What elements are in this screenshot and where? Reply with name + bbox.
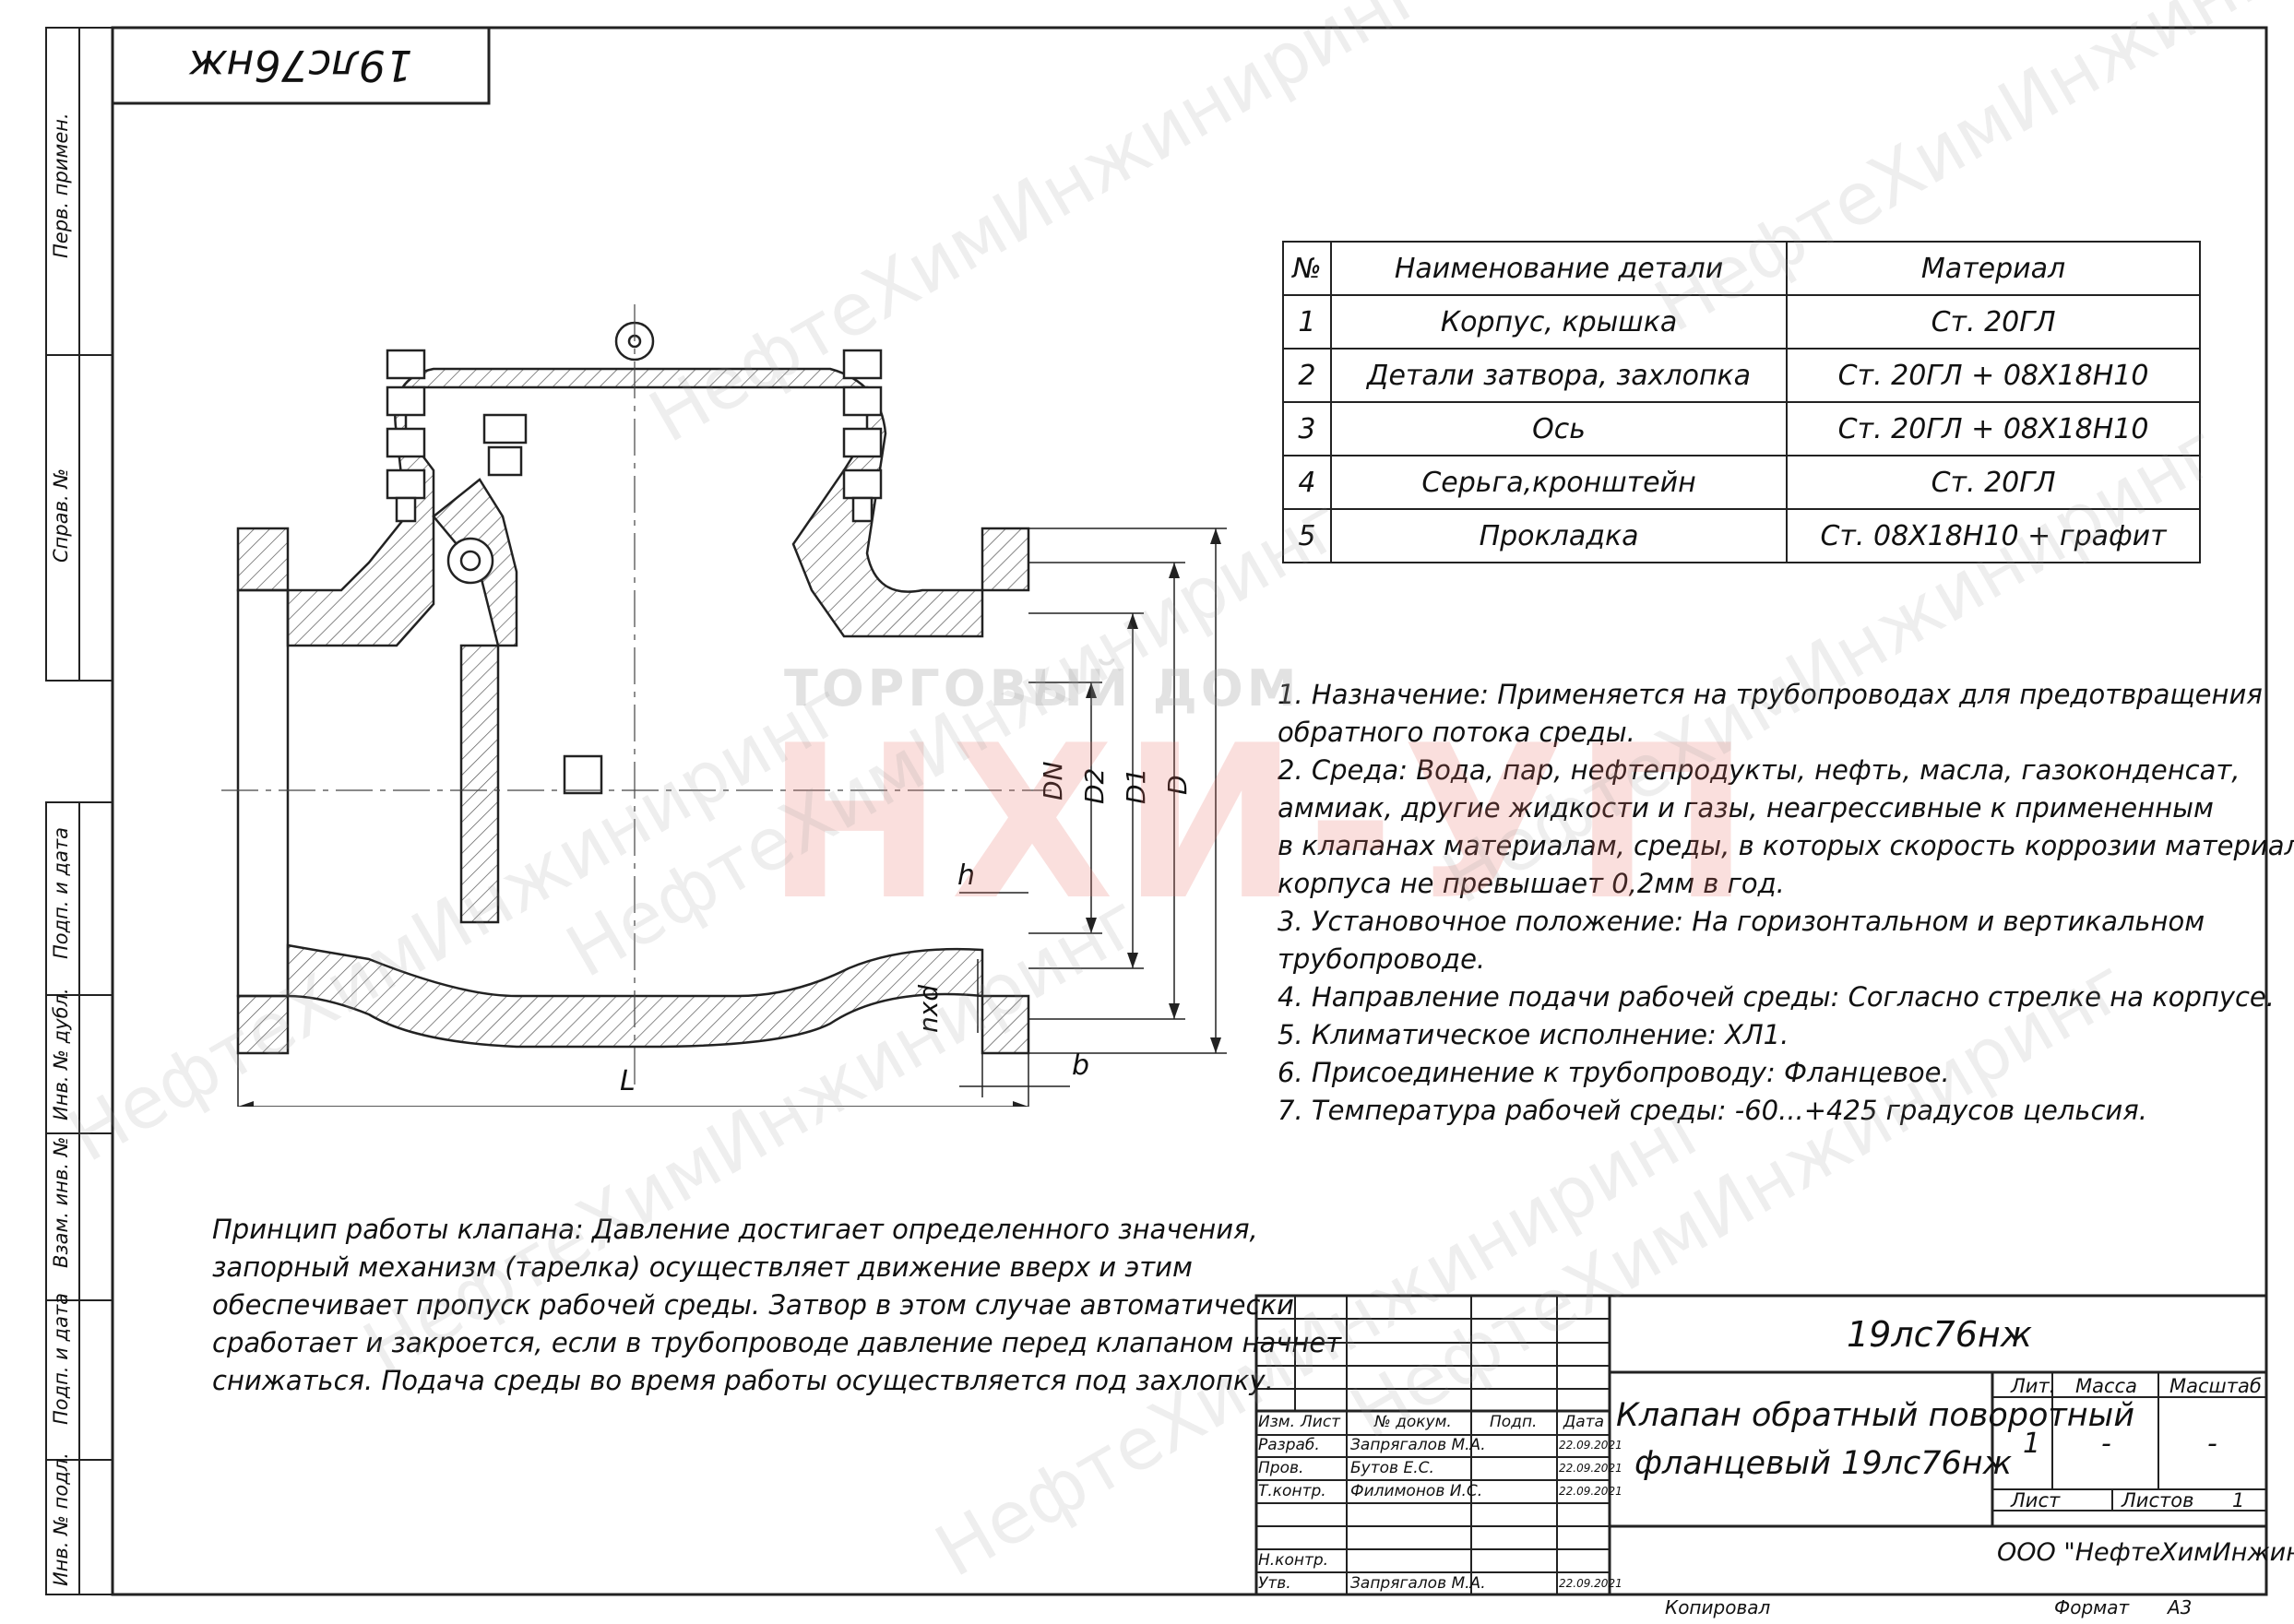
tb-massa-label: Масса	[2075, 1375, 2137, 1397]
parts-table-header: № Наименование детали Материал	[1282, 241, 2201, 296]
row-no: 5	[1282, 508, 1332, 563]
tb-h-data: Дата	[1563, 1413, 1605, 1431]
tb-list-label: Лист	[2011, 1489, 2061, 1511]
note-line: 6. Присоединение к трубопроводу: Фланцев…	[1278, 1057, 1950, 1088]
operating-principle: Принцип работы клапана: Давление достига…	[212, 1211, 1342, 1400]
tb-kopiroval: Копировал	[1665, 1596, 1771, 1618]
tb-name-line2: фланцевый 19лс76нж	[1634, 1445, 2013, 1482]
row-name: Прокладка	[1329, 508, 1789, 563]
parts-table: № Наименование детали Материал 1 Корпус,…	[1282, 241, 2201, 563]
principle-line: сработает и закроется, если в трубопрово…	[212, 1327, 1342, 1358]
tb-h-ndokum: № докум.	[1374, 1413, 1452, 1431]
side-vzam-inv: Взам. инв. №	[50, 1136, 72, 1268]
note-line: 5. Климатическое исполнение: ХЛ1.	[1278, 1019, 1789, 1050]
tb-massa-value: -	[2101, 1428, 2111, 1460]
note-line: 2. Среда: Вода, пар, нефтепродукты, нефт…	[1278, 754, 2241, 786]
note-line: 4. Направление подачи рабочей среды: Сог…	[1278, 981, 2275, 1013]
tb-person: Запрягалов М.А.	[1350, 1436, 1486, 1454]
table-row: 5 Прокладка Ст. 08Х18Н10 + графит	[1282, 508, 2201, 563]
tb-name-line1: Клапан обратный поворотный	[1616, 1397, 2135, 1434]
note-line: 3. Установочное положение: На горизонтал…	[1278, 906, 2205, 937]
tb-h-izm: Изм.	[1258, 1413, 1295, 1431]
tb-designation: 19лс76нж	[1847, 1314, 2032, 1355]
note-line: аммиак, другие жидкости и газы, неагресс…	[1278, 792, 2214, 824]
row-no: 4	[1282, 455, 1332, 510]
principle-line: Принцип работы клапана: Давление достига…	[212, 1214, 1258, 1245]
tb-role: Разраб.	[1258, 1436, 1320, 1454]
tb-format-label: Формат	[2054, 1596, 2130, 1618]
note-line: корпуса не превышает 0,2мм в год.	[1278, 868, 1785, 899]
note-line: в клапанах материалам, среды, в которых …	[1278, 830, 2294, 861]
header-no: №	[1282, 241, 1332, 296]
principle-line: запорный механизм (тарелка) осуществляет…	[212, 1251, 1193, 1283]
table-row: 3 Ось Ст. 20ГЛ + 08Х18Н10	[1282, 401, 2201, 456]
side-perv-primen: Перв. примен.	[50, 113, 72, 258]
row-material: Ст. 20ГЛ	[1786, 294, 2201, 350]
side-sprav-no: Справ. №	[50, 468, 72, 563]
tb-masshtab-value: -	[2207, 1428, 2217, 1460]
note-line: 7. Температура рабочей среды: -60...+425…	[1278, 1095, 2147, 1126]
table-row: 1 Корпус, крышка Ст. 20ГЛ	[1282, 294, 2201, 350]
principle-line: снижаться. Подача среды во время работы …	[212, 1365, 1274, 1396]
tb-role: Т.контр.	[1258, 1482, 1326, 1500]
tb-format-value: А3	[2168, 1596, 2193, 1618]
tb-company: ООО "НефтеХимИнжиниринг"	[1997, 1538, 2294, 1567]
tb-h-podp: Подп.	[1490, 1413, 1538, 1431]
tb-person: Запрягалов М.А.	[1350, 1574, 1486, 1593]
row-material: Ст. 20ГЛ + 08Х18Н10	[1786, 401, 2201, 456]
tb-listov-value: 1	[2232, 1489, 2245, 1511]
dim-d: D	[1162, 775, 1193, 795]
tb-date: 22.09.2021	[1559, 1462, 1622, 1475]
row-name: Серьга,кронштейн	[1329, 455, 1789, 510]
row-no: 2	[1282, 348, 1332, 403]
side-podp-data-1: Подп. и дата	[50, 826, 72, 959]
tb-date: 22.09.2021	[1559, 1439, 1622, 1452]
principle-line: обеспечивает пропуск рабочей среды. Затв…	[212, 1289, 1294, 1321]
row-material: Ст. 20ГЛ	[1786, 455, 2201, 510]
dim-d1: D1	[1121, 767, 1151, 804]
note-line: трубопроводе.	[1278, 943, 1486, 975]
row-material: Ст. 20ГЛ + 08Х18Н10	[1786, 348, 2201, 403]
tb-date: 22.09.2021	[1559, 1577, 1622, 1590]
side-inv-podl: Инв. № подл.	[50, 1452, 72, 1586]
dim-dn: DN	[1038, 761, 1068, 800]
side-podp-data-2: Подп. и дата	[50, 1292, 72, 1425]
row-no: 3	[1282, 401, 1332, 456]
tb-listov-label: Листов	[2122, 1489, 2194, 1511]
tb-lit-value: 1	[2023, 1428, 2041, 1460]
dim-b: b	[1072, 1049, 1090, 1082]
row-material: Ст. 08Х18Н10 + графит	[1786, 508, 2201, 563]
dim-h: h	[957, 859, 976, 892]
note-line: 1. Назначение: Применяется на трубопрово…	[1278, 679, 2263, 710]
row-name: Ось	[1329, 401, 1789, 456]
table-row: 4 Серьга,кронштейн Ст. 20ГЛ	[1282, 455, 2201, 510]
row-name: Детали затвора, захлопка	[1329, 348, 1789, 403]
tb-masshtab-label: Масштаб	[2169, 1375, 2262, 1397]
technical-notes: 1. Назначение: Применяется на трубопрово…	[1278, 676, 2294, 1130]
tb-role: Утв.	[1258, 1574, 1291, 1593]
table-row: 2 Детали затвора, захлопка Ст. 20ГЛ + 08…	[1282, 348, 2201, 403]
header-name: Наименование детали	[1329, 241, 1789, 296]
side-inv-dubl: Инв. № дубл.	[50, 988, 72, 1120]
dim-d2: D2	[1079, 767, 1110, 804]
stamp-code-text: 19лс76нж	[188, 41, 413, 90]
row-name: Корпус, крышка	[1329, 294, 1789, 350]
tb-person: Бутов Е.С.	[1350, 1459, 1434, 1477]
stamp-code: 19лс76нж	[113, 28, 489, 103]
tb-date: 22.09.2021	[1559, 1485, 1622, 1498]
tb-person: Филимонов И.С.	[1350, 1482, 1483, 1500]
note-line: обратного потока среды.	[1278, 717, 1635, 748]
header-material: Материал	[1786, 241, 2201, 296]
tb-lit-label: Лит.	[2011, 1375, 2056, 1397]
tb-role: Н.контр.	[1258, 1551, 1329, 1570]
valve-drawing	[221, 304, 1227, 1107]
dim-l: L	[620, 1065, 636, 1097]
dim-nxd: nxd	[913, 984, 944, 1033]
tb-role: Пров.	[1258, 1459, 1304, 1477]
tb-h-list: Лист	[1301, 1413, 1341, 1431]
row-no: 1	[1282, 294, 1332, 350]
